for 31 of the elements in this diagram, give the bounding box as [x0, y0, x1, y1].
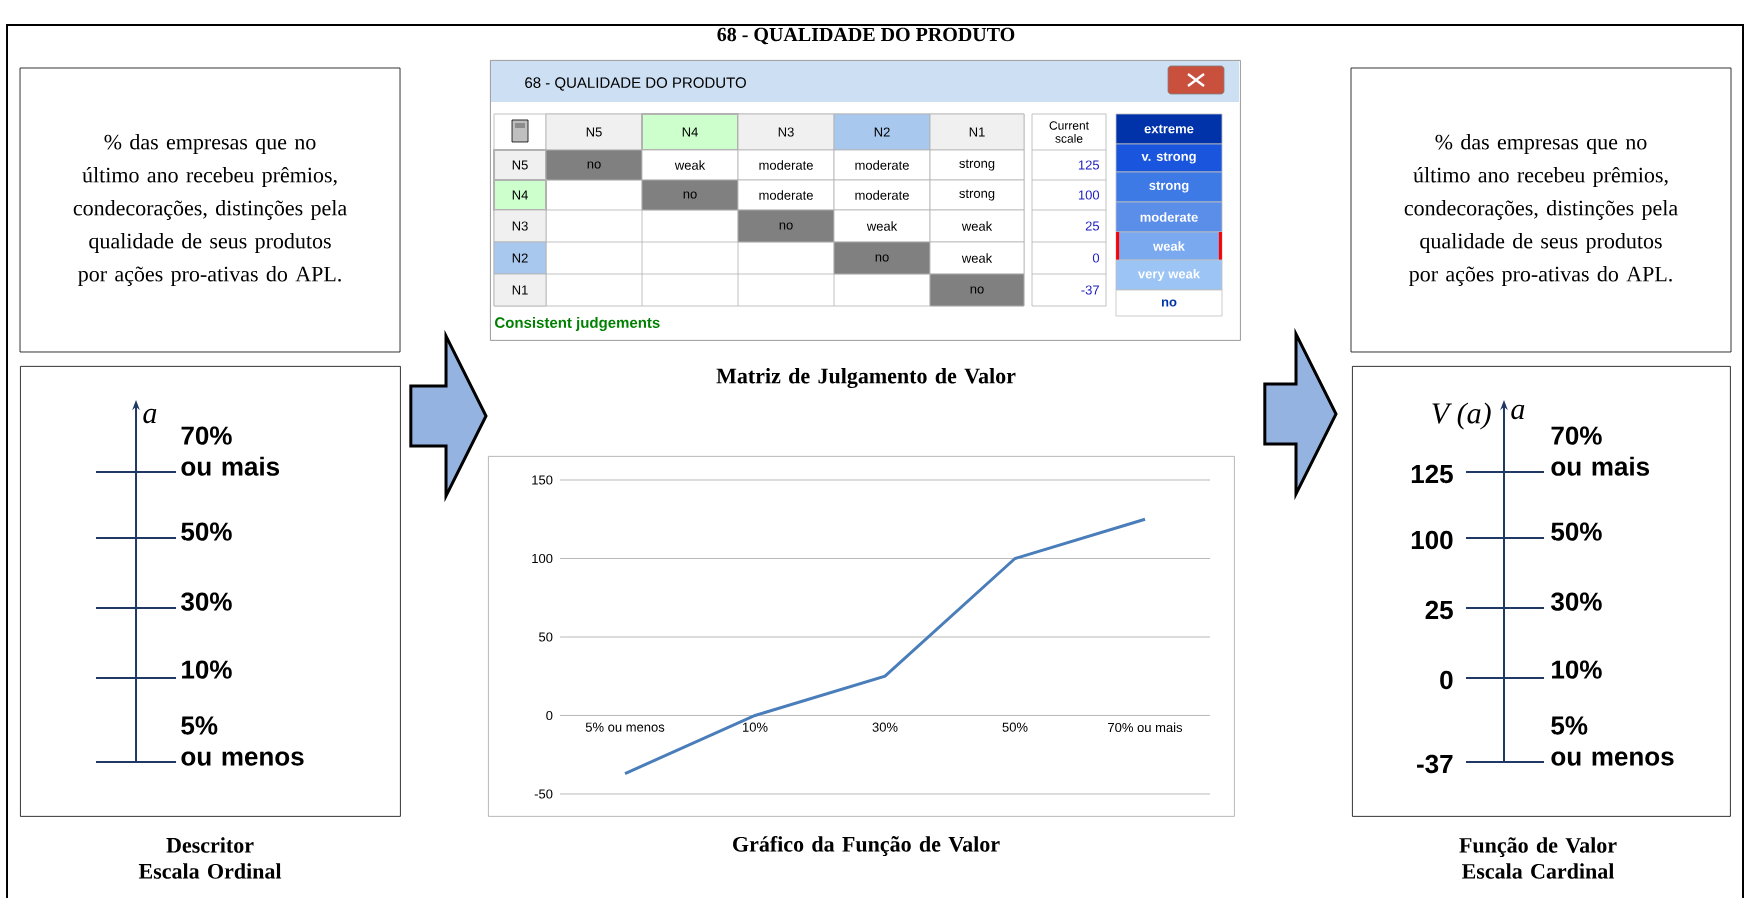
scale-label: 30% [1551, 592, 1602, 611]
chart-frame [488, 456, 1235, 817]
block-arrow [1263, 327, 1338, 501]
description-box: % das empresas que no último ano recebeu prêmios, condecorações, distinções pela qualidade de seus produtos por ações pro-ativas do APL. [1350, 67, 1732, 353]
node-label: Descritor Escala Ordinal [138, 837, 282, 879]
scale-label: 50% [181, 522, 232, 541]
scale-label: 50% [1551, 522, 1602, 541]
scale-panel [1352, 366, 1731, 817]
scale-value: 100 [1411, 530, 1453, 550]
title: 68 - QUALIDADE DO PRODUTO [717, 27, 1015, 45]
scale-label: 30% [181, 592, 232, 611]
line-series [623, 517, 1147, 776]
scale-label: 10% [182, 660, 232, 679]
scale-label: 70% ou mais [1551, 426, 1649, 476]
axis-label: a [143, 408, 157, 424]
scale-value: -37 [1417, 754, 1453, 774]
description-box: % das empresas que no último ano recebeu prêmios, condecorações, distinções pela qualidade de seus produtos por ações pro-ativas do APL. [19, 67, 401, 353]
scale-panel [20, 366, 401, 817]
node-label: Função de Valor Escala Cardinal [1459, 837, 1617, 879]
node-label: Matriz de Julgamento de Valor [716, 367, 1016, 389]
scale-label: 5% ou menos [181, 716, 304, 766]
node-label: Gráfico da Função de Valor [733, 835, 1000, 856]
block-arrow [409, 329, 488, 503]
scale-label: 10% [1552, 660, 1602, 679]
scale-label: 5% ou menos [1551, 716, 1674, 766]
axis-label: V (a) [1432, 402, 1491, 430]
scale-label: 70% ou mais [181, 426, 280, 476]
scale-value: 25 [1425, 600, 1453, 620]
axis-label: a [1511, 404, 1525, 420]
scale-value: 125 [1411, 464, 1453, 484]
scale-value: 0 [1440, 670, 1453, 690]
